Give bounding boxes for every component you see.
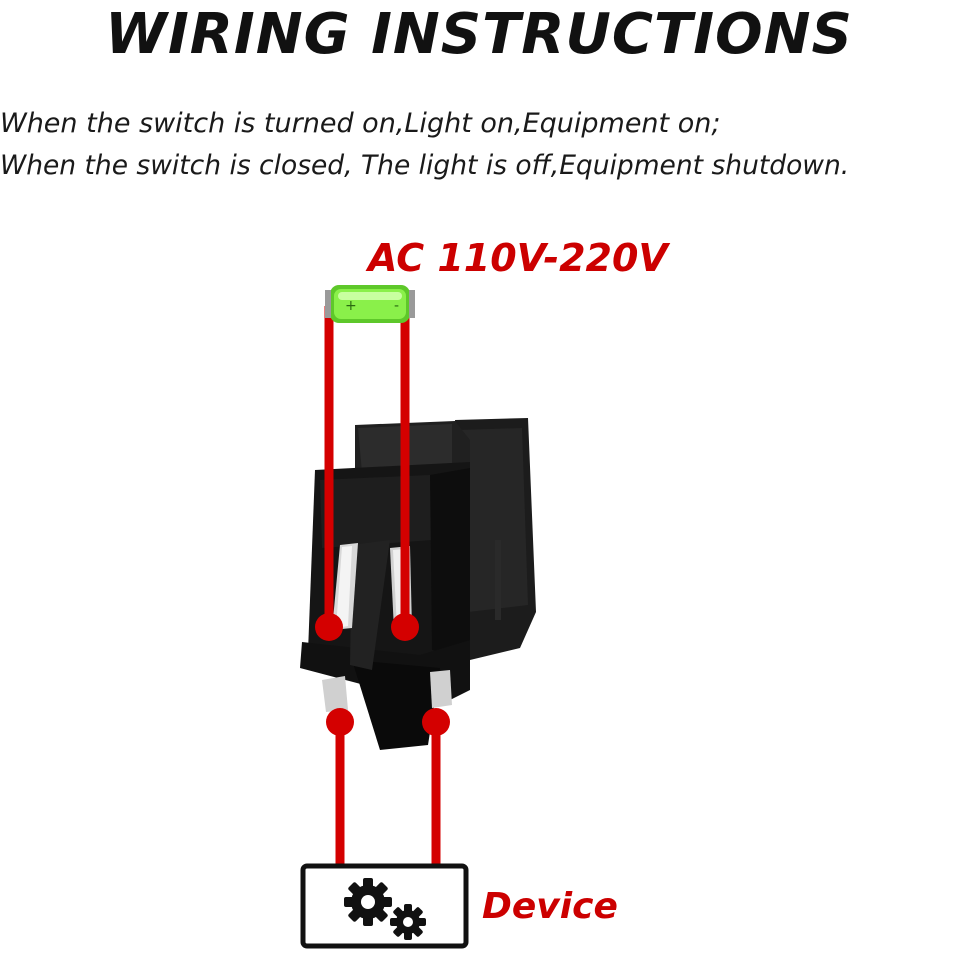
device-label: Device [482,886,618,927]
terminal-dot [326,708,354,736]
terminal-dot [391,613,419,641]
instruction-line-off: When the switch is closed, The light is … [0,150,850,181]
terminal-dot [315,613,343,641]
page-title: WIRING INSTRUCTIONS [105,2,853,67]
battery-minus: - [394,298,399,314]
voltage-label: AC 110V-220V [368,236,668,280]
rocker-switch-icon [300,418,536,750]
gears-icon [344,878,426,940]
terminal-dot [422,708,450,736]
instruction-line-on: When the switch is turned on,Light on,Eq… [0,108,721,139]
connection-dots [315,613,450,736]
wires [324,306,441,866]
battery-icon: + - [325,285,415,323]
battery-plus: + [345,298,357,314]
